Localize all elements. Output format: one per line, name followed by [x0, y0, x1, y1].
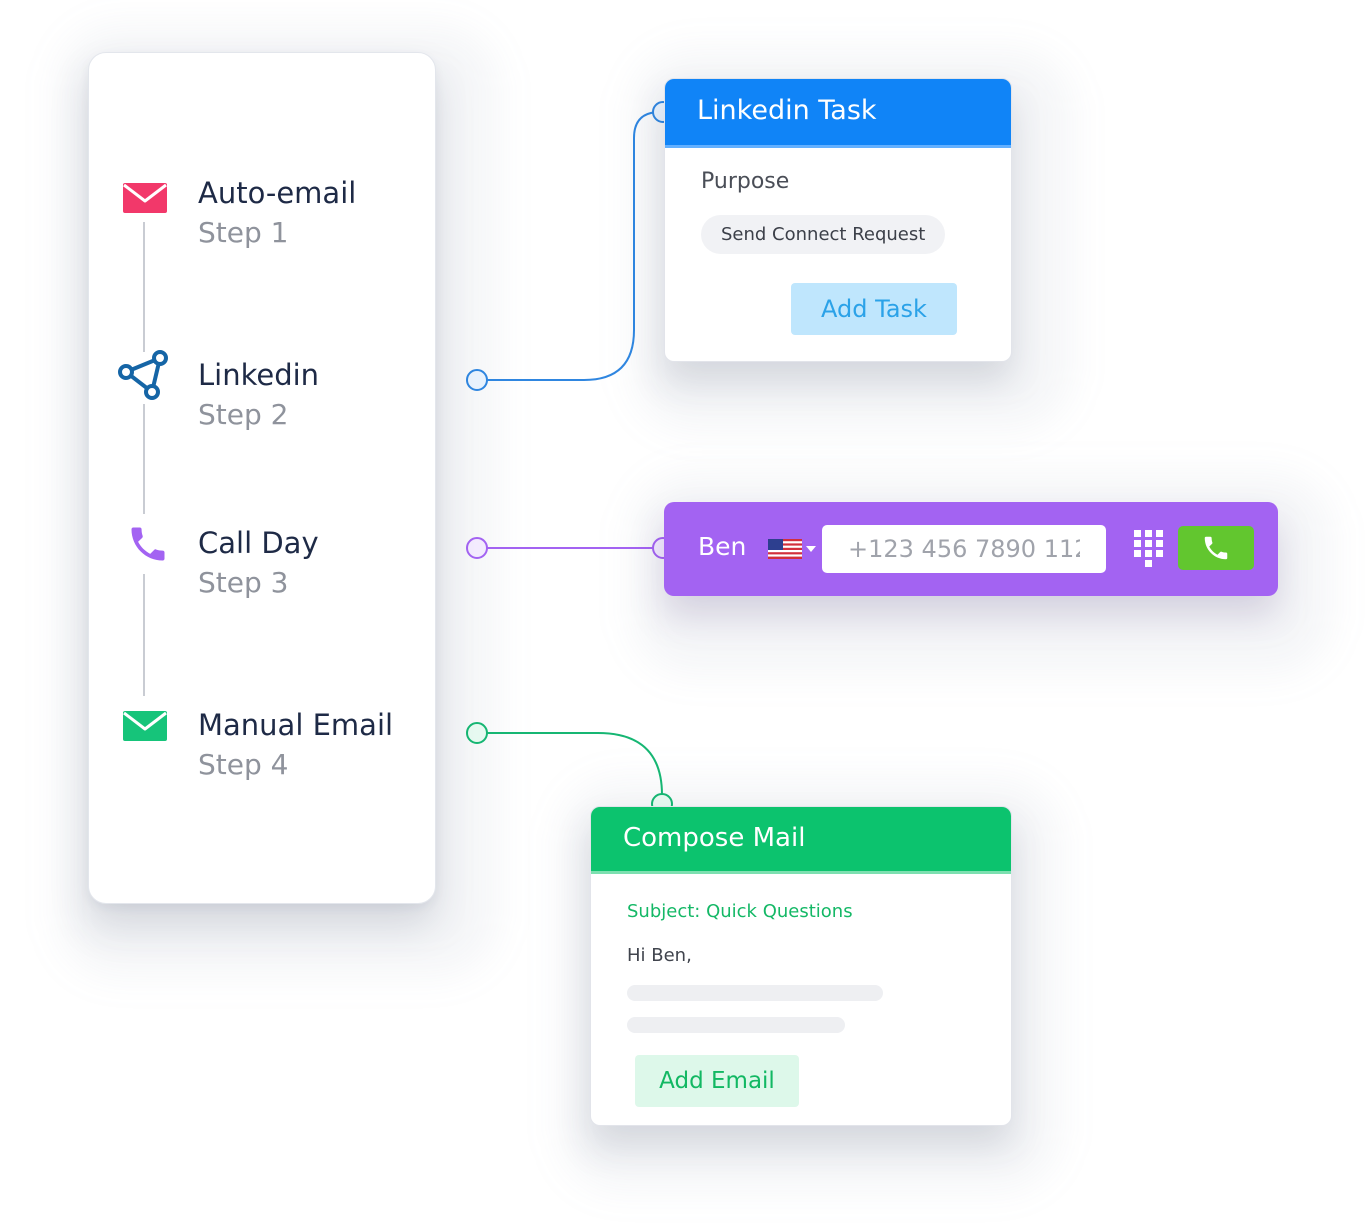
step-subtitle: Step 4 — [198, 748, 289, 781]
step-subtitle: Step 2 — [198, 398, 289, 431]
share-nodes-icon — [118, 350, 174, 418]
compose-mail-title: Compose Mail — [623, 823, 806, 853]
step-title: Linkedin — [198, 358, 320, 392]
purpose-chip[interactable]: Send Connect Request — [701, 215, 946, 254]
step-title: Manual Email — [198, 708, 394, 742]
compose-connector-start-dot — [466, 722, 488, 744]
step-title: Call Day — [198, 526, 319, 560]
call-bar: Ben — [664, 502, 1278, 596]
dialpad-icon[interactable] — [1132, 528, 1166, 570]
purpose-label: Purpose — [701, 169, 790, 194]
envelope-icon — [118, 711, 174, 768]
linkedin-task-title: Linkedin Task — [697, 95, 877, 126]
us-flag-icon[interactable] — [768, 539, 802, 559]
sequence-connector-line — [143, 222, 145, 352]
call-button[interactable] — [1178, 526, 1254, 570]
compose-mail-card: Compose Mail Subject: Quick Questions Hi… — [590, 806, 1012, 1126]
compose-mail-header: Compose Mail — [591, 807, 1011, 874]
sequence-step-linkedin[interactable]: Linkedin Step 2 — [110, 350, 430, 452]
sequence-step-manual-email[interactable]: Manual Email Step 4 — [110, 708, 430, 802]
sequence-step-call-day[interactable]: Call Day Step 3 — [110, 526, 430, 620]
phone-icon — [118, 527, 174, 586]
linkedin-connector — [486, 111, 661, 381]
add-task-button[interactable]: Add Task — [791, 283, 957, 335]
chevron-down-icon[interactable] — [806, 546, 816, 552]
phone-icon — [1201, 536, 1231, 566]
email-body-placeholder-line — [627, 1017, 845, 1033]
step-subtitle: Step 1 — [198, 216, 289, 249]
linkedin-task-header: Linkedin Task — [665, 79, 1011, 148]
contact-name: Ben — [698, 532, 747, 561]
email-greeting[interactable]: Hi Ben, — [627, 945, 692, 966]
sequence-connector-line — [143, 404, 145, 514]
add-email-button[interactable]: Add Email — [635, 1055, 799, 1107]
email-subject[interactable]: Subject: Quick Questions — [627, 901, 853, 922]
call-connector-start-dot — [466, 537, 488, 559]
email-body-placeholder-line — [627, 985, 883, 1001]
sequence-connector-line — [143, 574, 145, 696]
linkedin-task-card: Linkedin Task Purpose Send Connect Reque… — [664, 78, 1012, 362]
phone-number-input[interactable] — [822, 525, 1106, 573]
envelope-icon — [118, 180, 174, 236]
sequence-step-auto-email[interactable]: Auto-email Step 1 — [110, 176, 430, 270]
step-title: Auto-email — [198, 176, 357, 210]
linkedin-connector-start-dot — [466, 369, 488, 391]
compose-connector — [486, 732, 663, 796]
step-subtitle: Step 3 — [198, 566, 289, 599]
